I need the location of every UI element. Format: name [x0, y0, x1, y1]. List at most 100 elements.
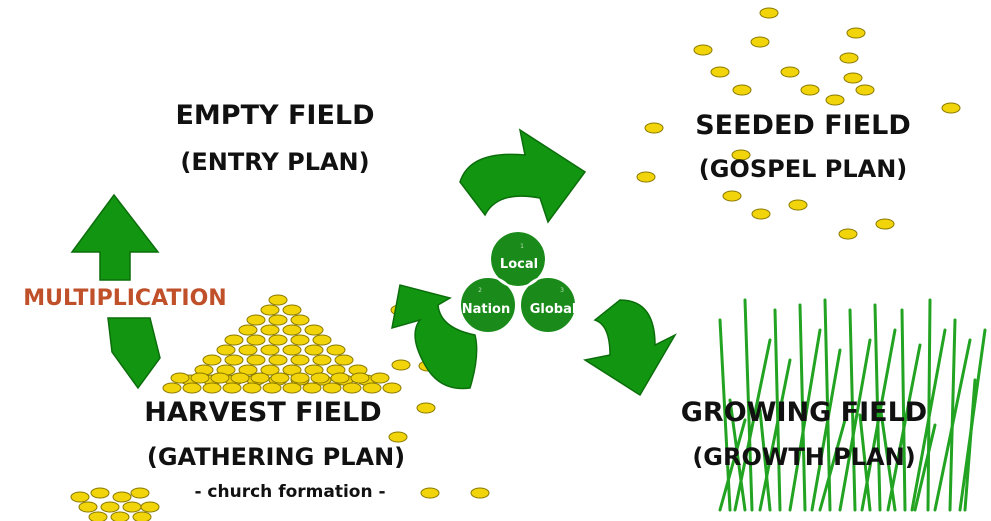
seed: [268, 294, 288, 306]
grass-blade: [900, 308, 907, 512]
seed: [322, 382, 342, 394]
global-circle-label: Global: [530, 302, 577, 317]
seed: [246, 314, 266, 326]
seed: [230, 372, 250, 384]
grass-blades: [718, 298, 987, 512]
harvest-field-plan: (GATHERING PLAN): [147, 443, 405, 471]
seed: [388, 431, 408, 443]
seed: [382, 382, 402, 394]
seed: [780, 66, 800, 78]
scope-circles: 1 Local 2 Nation 3 Global: [459, 230, 577, 334]
seed: [70, 491, 90, 503]
seed: [262, 382, 282, 394]
seed: [260, 364, 280, 376]
grass-blade: [743, 298, 754, 512]
seed: [268, 314, 288, 326]
seed: [362, 382, 382, 394]
seed: [391, 359, 411, 371]
grass-blade: [773, 308, 782, 512]
seed: [268, 354, 288, 366]
seed: [290, 314, 310, 326]
growing-field-label: GROWING FIELD (GROWTH PLAN): [681, 397, 927, 471]
seed: [132, 511, 152, 521]
seed: [846, 27, 866, 39]
seed: [644, 122, 664, 134]
seed: [751, 208, 771, 220]
seed: [304, 344, 324, 356]
seed: [238, 324, 258, 336]
seed: [350, 372, 370, 384]
seed: [224, 334, 244, 346]
global-circle-number: 3: [560, 287, 564, 294]
seed: [839, 52, 859, 64]
seed: [246, 354, 266, 366]
grass-blade: [798, 303, 807, 512]
seed: [122, 501, 142, 513]
seed: [238, 344, 258, 356]
grass-blade: [718, 418, 747, 512]
seed: [416, 402, 436, 414]
grass-blade: [838, 338, 872, 512]
empty-field-plan: (ENTRY PLAN): [180, 148, 369, 176]
grass-blade: [728, 398, 747, 512]
seed: [260, 324, 280, 336]
church-formation-note: - church formation -: [194, 482, 385, 502]
arrow-to-seeded: [459, 128, 587, 224]
local-circle-label: Local: [500, 257, 538, 272]
grass-blade: [788, 328, 822, 512]
seed: [750, 36, 770, 48]
seed: [759, 7, 779, 19]
grass-blade: [878, 403, 897, 512]
empty-field-label: EMPTY FIELD (ENTRY PLAN): [175, 100, 374, 176]
seed: [290, 354, 310, 366]
seed: [326, 344, 346, 356]
harvest-field-label: HARVEST FIELD (GATHERING PLAN) - church …: [144, 397, 405, 502]
seed: [260, 344, 280, 356]
growing-field-plan: (GROWTH PLAN): [692, 443, 915, 471]
seed: [693, 44, 713, 56]
seed: [88, 511, 108, 521]
grass-blade: [758, 408, 772, 512]
seed: [732, 84, 752, 96]
grass-blade: [913, 423, 937, 512]
grass-blade: [873, 303, 882, 512]
grass-blade: [818, 418, 847, 512]
seed: [170, 372, 190, 384]
harvest-field-title: HARVEST FIELD: [144, 397, 381, 428]
seed: [838, 228, 858, 240]
seed: [270, 372, 290, 384]
seed: [224, 354, 244, 366]
seed: [825, 94, 845, 106]
seed: [282, 382, 302, 394]
seed: [282, 344, 302, 356]
seed: [90, 487, 110, 499]
local-circle-number: 1: [520, 243, 524, 250]
seed: [112, 491, 132, 503]
seed: [312, 334, 332, 346]
seed: [722, 190, 742, 202]
seed: [731, 149, 751, 161]
seed: [875, 218, 895, 230]
seed: [290, 372, 310, 384]
seed-cluster-bottom: [70, 487, 160, 521]
seed: [302, 382, 322, 394]
seed: [182, 382, 202, 394]
seed: [268, 334, 288, 346]
seed: [800, 84, 820, 96]
seed: [342, 382, 362, 394]
seed: [420, 487, 440, 499]
seed: [100, 501, 120, 513]
grass-blade: [848, 308, 857, 512]
global-circle: [519, 276, 577, 334]
seed: [370, 372, 390, 384]
grass-blade: [758, 358, 792, 512]
seed: [282, 324, 302, 336]
multiplication-down-arrow: [107, 317, 161, 390]
grass-blade: [963, 378, 977, 512]
seed: [843, 72, 863, 84]
seed: [855, 84, 875, 96]
seed: [162, 382, 182, 394]
seed: [260, 304, 280, 316]
seeded-field-title: SEEDED FIELD: [695, 110, 911, 141]
